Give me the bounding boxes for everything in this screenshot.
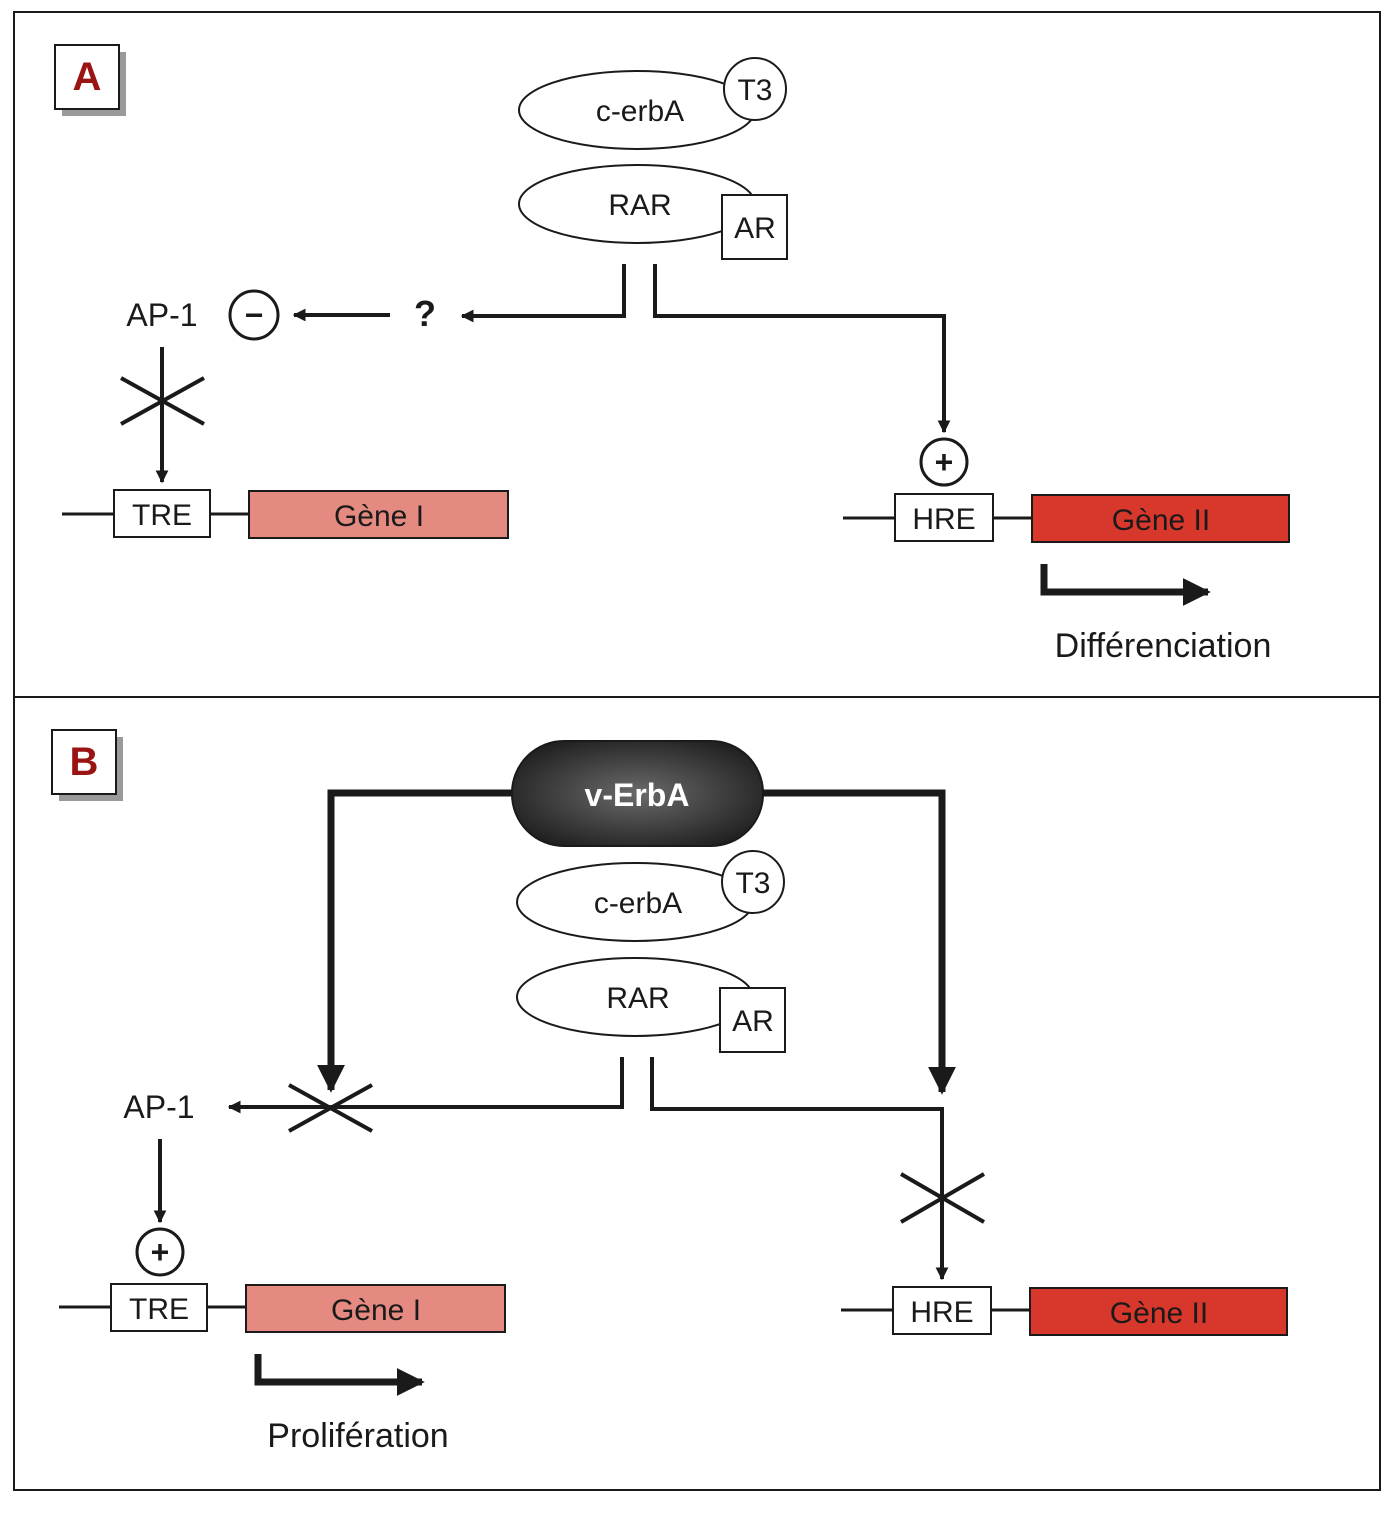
panel-a-label: A [73, 55, 102, 99]
proliferation-arrow [254, 1354, 425, 1396]
verba-label: v-ErbA [585, 777, 690, 813]
plus-circle [135, 1227, 185, 1277]
block-cross-hre [899, 1172, 986, 1224]
ar-label: AR [732, 1005, 774, 1038]
question-mark: ? [414, 293, 436, 334]
t3-circle [723, 57, 787, 121]
hre-box [892, 1286, 992, 1335]
verba-left-line [317, 789, 512, 1093]
left-branch-line [460, 264, 626, 323]
ap1-label: AP-1 [126, 297, 197, 333]
gene2-box [1031, 494, 1290, 543]
differentiation-arrow [1040, 564, 1211, 606]
hre-box [894, 493, 994, 542]
ar-label: AR [734, 212, 776, 245]
hre-label: HRE [912, 503, 975, 536]
hre-label: HRE [910, 1296, 973, 1329]
figure-frame [13, 11, 1381, 1491]
plus-sign: + [935, 444, 954, 480]
panel-b-label: B [70, 740, 99, 784]
ap1-label: AP-1 [123, 1089, 194, 1125]
panel-a: A c-erbA T3 RAR AR ? − AP-1 TRE [54, 44, 1290, 665]
block-cross [120, 376, 205, 426]
plus-circle [919, 437, 969, 487]
panel-a-label-box: A [54, 44, 126, 116]
right-branch-line [650, 1057, 949, 1281]
panel-b-label-box: B [51, 729, 123, 801]
t3-circle [721, 850, 785, 914]
tre-box [113, 489, 211, 538]
differentiation-label: Différenciation [1055, 627, 1272, 665]
cerba-label: c-erbA [594, 887, 682, 920]
t3-label: T3 [737, 74, 772, 107]
gene2-box [1029, 1287, 1288, 1336]
ar-box [721, 194, 788, 260]
verba-right-line [763, 789, 956, 1095]
gene1-label: Gène I [331, 1294, 421, 1327]
gene1-box [245, 1284, 506, 1333]
minus-circle [228, 289, 280, 341]
minus-sign: − [245, 297, 264, 333]
tre-label: TRE [132, 499, 192, 532]
left-branch-line [227, 1057, 624, 1114]
gene2-label: Gène II [1110, 1297, 1208, 1330]
gene2-label: Gène II [1112, 504, 1210, 537]
rar-label: RAR [606, 982, 669, 1015]
gene1-label: Gène I [334, 500, 424, 533]
block-cross-ap1 [288, 1083, 373, 1133]
ar-box [719, 987, 786, 1053]
plus-sign: + [151, 1234, 170, 1270]
panel-b: B v-ErbA c-erbA T3 RAR AR AP-1 [51, 729, 1288, 1455]
gene1-box [248, 490, 509, 539]
proliferation-label: Prolifération [267, 1417, 448, 1455]
rar-label: RAR [608, 189, 671, 222]
t3-label: T3 [735, 867, 770, 900]
cerba-label: c-erbA [596, 95, 684, 128]
tre-label: TRE [129, 1293, 189, 1326]
right-branch-line [653, 264, 951, 434]
